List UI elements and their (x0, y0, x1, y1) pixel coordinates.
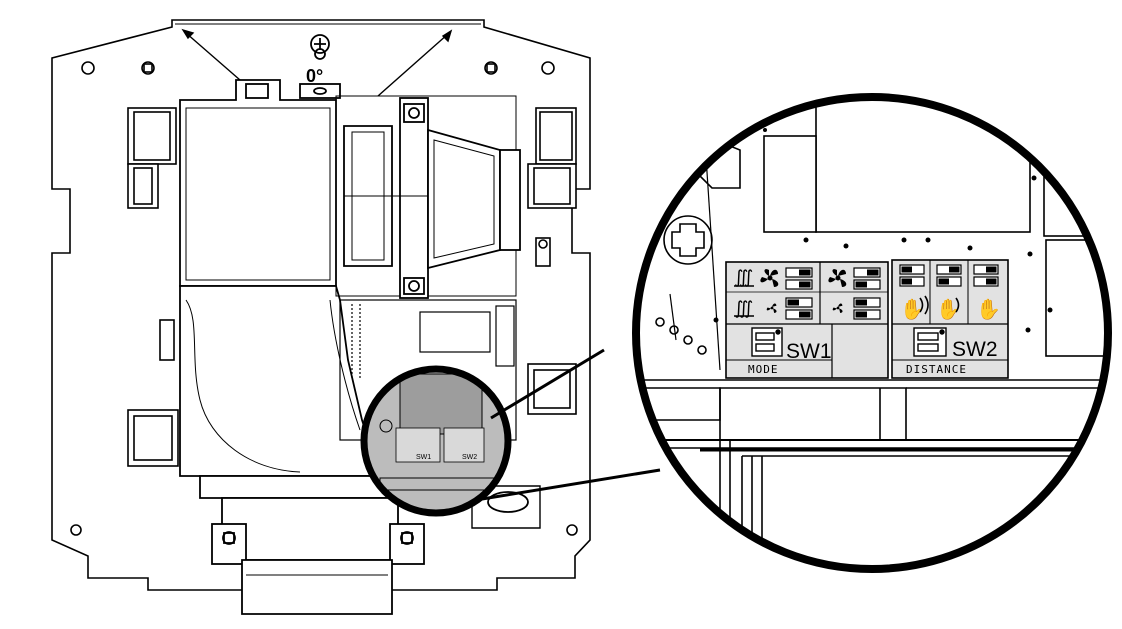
fan-high-icon (760, 269, 779, 287)
zoom-detail: ∭ ∭ (632, 93, 1112, 573)
sw2-panel: ✋ ✋ ✋ SW2 DISTANCE (891, 259, 1009, 379)
signal-far-icon (919, 295, 929, 315)
small-sw1-label: SW1 (416, 454, 431, 461)
zoom-ring (632, 93, 1112, 573)
zoom-connector-lines (475, 348, 661, 502)
sw1-switch-body (751, 327, 783, 357)
sw1-label: SW1 (786, 340, 832, 363)
heat-low-icon: ∭ (734, 298, 753, 318)
signal-mid-icon (955, 297, 960, 313)
sw1-caption: MODE (748, 363, 779, 376)
fan-high-icon-2 (828, 269, 847, 287)
small-sw2-label: SW2 (462, 454, 477, 461)
sw2-caption: DISTANCE (906, 363, 967, 376)
mounting-holes (70, 61, 578, 536)
angle-label: 0° (306, 66, 323, 86)
sw1-dip-states (785, 267, 881, 320)
fan-low-icon-2 (832, 303, 843, 313)
sw2-dip-states (899, 264, 999, 287)
level-arrows (181, 28, 453, 97)
right-brackets (527, 107, 577, 415)
fan-motor (335, 95, 521, 299)
left-brackets (127, 107, 179, 467)
sw1-panel: ∭ ∭ (725, 261, 889, 379)
sw2-label: SW2 (952, 338, 998, 361)
heater-housing (179, 79, 382, 477)
small-board-circle: SW1 SW2 (360, 365, 512, 517)
heat-icon: ∭ (734, 267, 753, 287)
sw2-switch-body (913, 327, 947, 357)
hand-near-icon: ✋ (976, 297, 1001, 321)
keyhole-mount (310, 34, 330, 60)
back-plate (51, 19, 591, 591)
hand-far-icon: ✋ (900, 297, 925, 321)
fan-low-icon (766, 303, 777, 313)
hand-mid-icon: ✋ (936, 297, 961, 321)
